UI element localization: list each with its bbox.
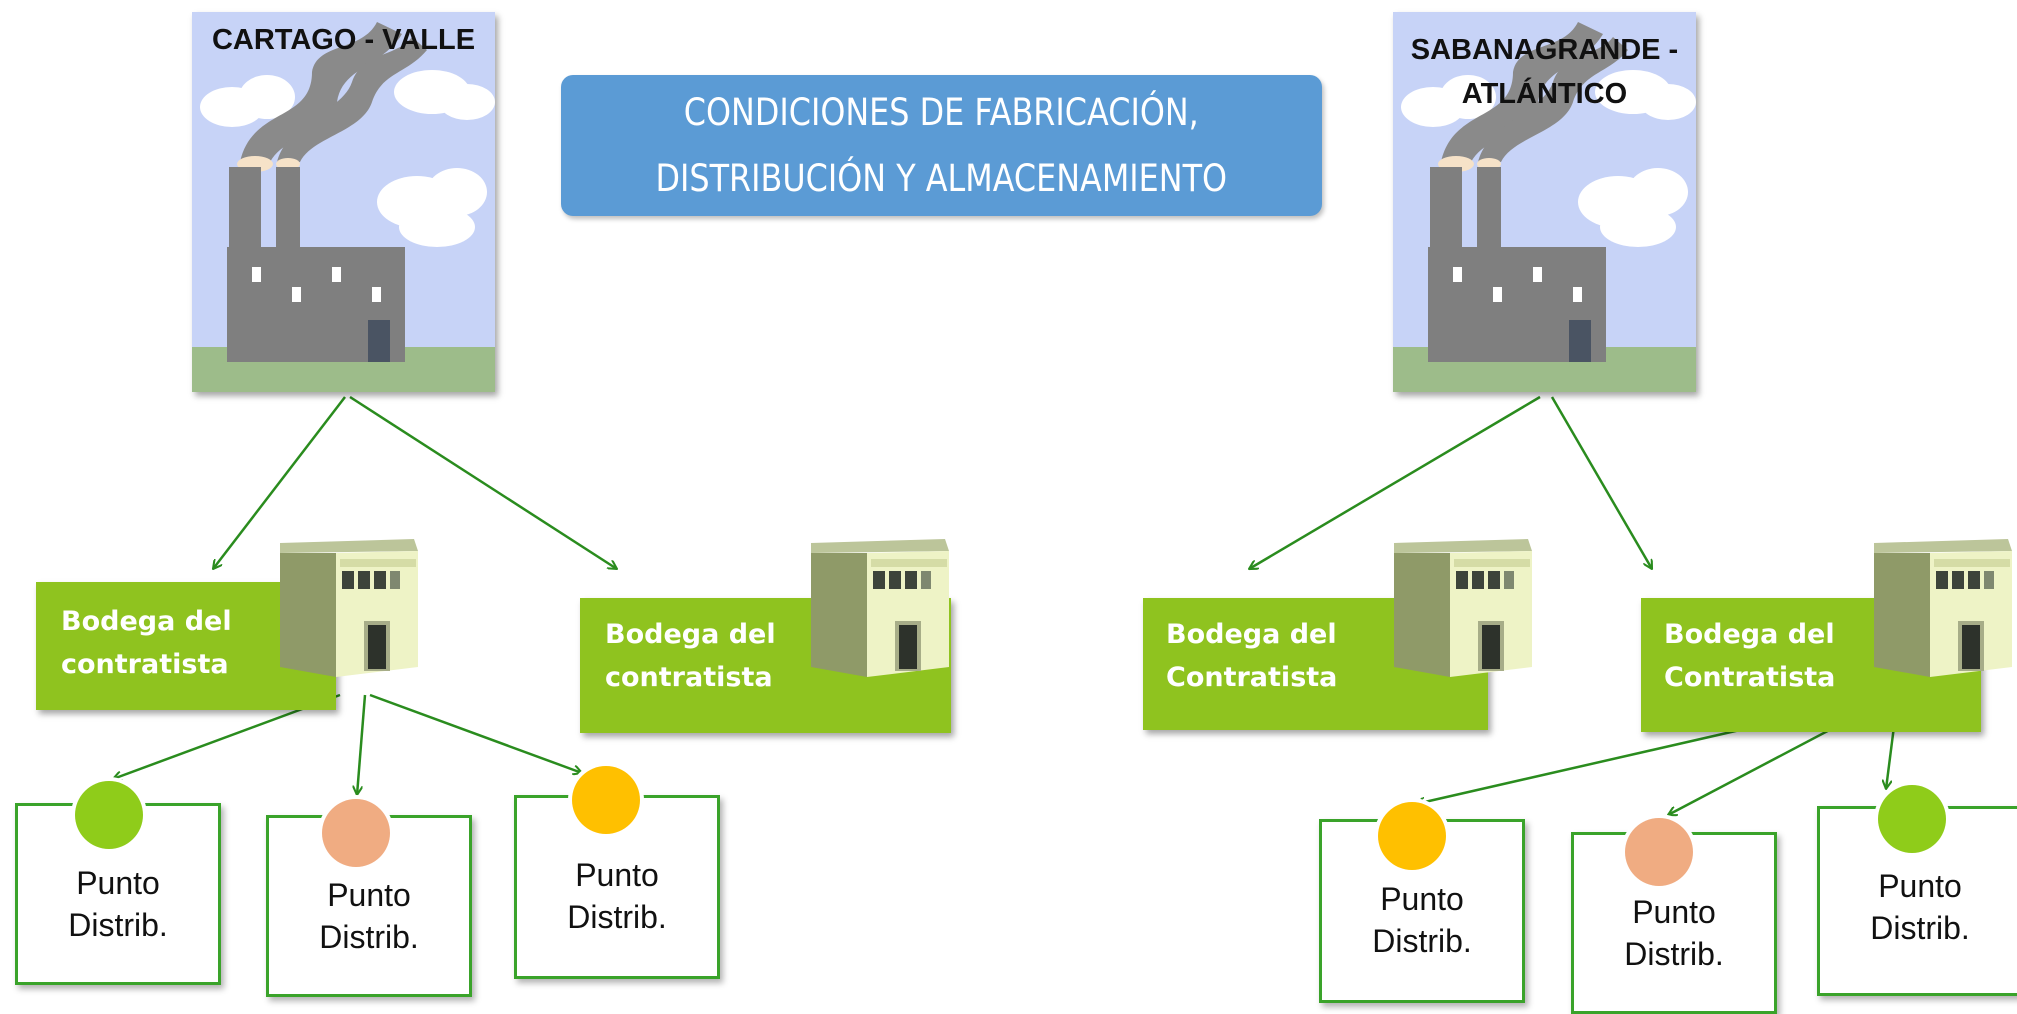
arrow-bodega1-punto3 <box>369 693 582 773</box>
punto-label: Punto Distrib. <box>68 865 168 943</box>
bodega-label: Bodega del contratista <box>61 606 232 680</box>
title-text: CONDICIONES DE FABRICACIÓN, DISTRIBUCIÓN… <box>655 90 1228 200</box>
arrow-factory1-bodega2 <box>349 395 617 569</box>
warehouse-icon <box>1394 539 1532 677</box>
bodega-label: Bodega del contratista <box>605 619 776 693</box>
arrow-factory2-bodega3 <box>1249 395 1541 569</box>
punto-box: Punto Distrib. <box>1571 832 1777 1014</box>
punto-label: Punto Distrib. <box>1870 868 1970 946</box>
factory-icon <box>192 12 495 392</box>
punto-label: Punto Distrib. <box>319 877 419 955</box>
punto-label: Punto Distrib. <box>1624 894 1724 972</box>
title-box: CONDICIONES DE FABRICACIÓN, DISTRIBUCIÓN… <box>561 75 1322 216</box>
status-dot <box>572 766 640 834</box>
status-dot <box>322 799 390 867</box>
punto-label: Punto Distrib. <box>1372 881 1472 959</box>
factory-cartago: CARTAGO - VALLE <box>192 12 495 392</box>
factory-label: CARTAGO - VALLE <box>211 24 476 56</box>
arrow-bodega1-punto2 <box>357 694 367 795</box>
status-dot <box>1878 785 1946 853</box>
punto-label: Punto Distrib. <box>567 857 667 935</box>
arrow-factory1-bodega1 <box>213 396 346 569</box>
warehouse-icon <box>280 539 418 677</box>
bodega-label: Bodega del Contratista <box>1664 619 1836 693</box>
factory-icon <box>1393 12 1696 392</box>
warehouse-icon <box>811 539 949 677</box>
status-dot <box>1625 818 1693 886</box>
punto-box: Punto Distrib. <box>15 803 221 985</box>
factory-sabanagrande: SABANAGRANDE - ATLÁNTICO <box>1393 12 1696 392</box>
arrow-factory2-bodega4 <box>1550 396 1652 569</box>
status-dot <box>75 781 143 849</box>
factory-label: SABANAGRANDE - ATLÁNTICO <box>1410 34 1679 110</box>
status-dot <box>1378 802 1446 870</box>
warehouse-icon <box>1874 539 2012 677</box>
bodega-label: Bodega del Contratista <box>1166 619 1338 693</box>
